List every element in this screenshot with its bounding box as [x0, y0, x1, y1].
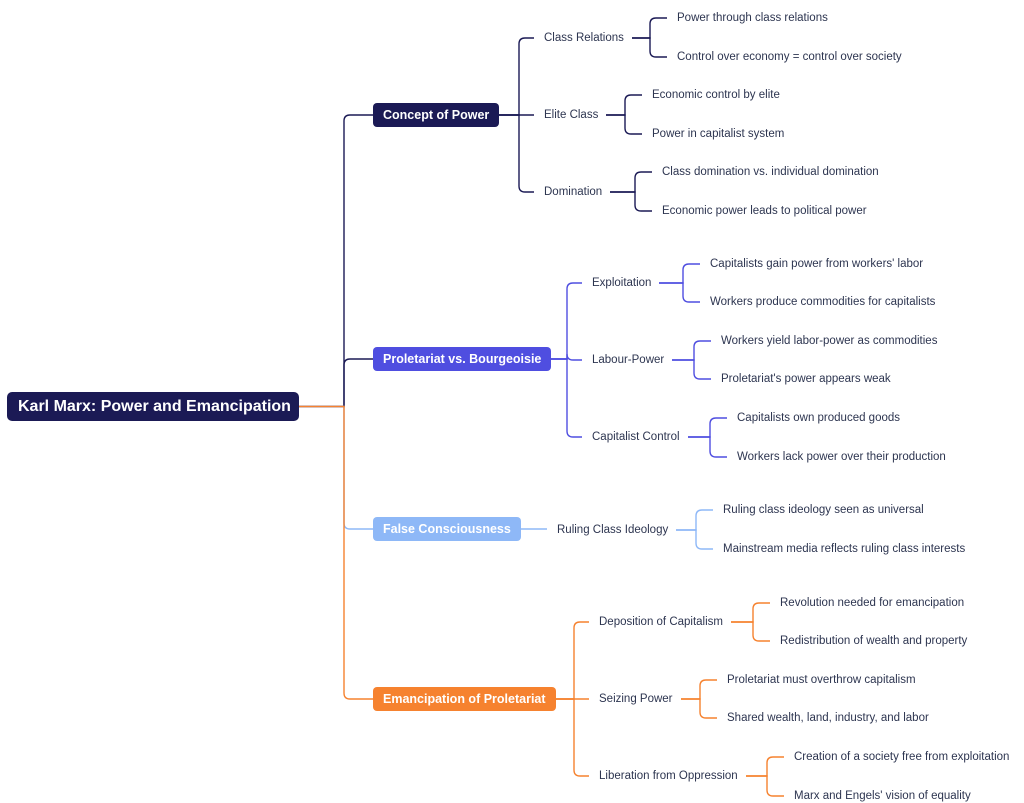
topic-leaf-connector: [746, 756, 784, 777]
topic-leaf-connector: [681, 698, 717, 719]
branch-topic-connector: [556, 621, 589, 700]
root-branch-connector: [299, 405, 373, 700]
leaf[interactable]: Revolution needed for emancipation: [780, 597, 965, 609]
branch-topic-connector: [551, 353, 582, 361]
leaf[interactable]: Marx and Engels' vision of equality: [794, 790, 971, 802]
leaf[interactable]: Creation of a society free from exploita…: [794, 751, 1010, 763]
branch-topic-connector: [551, 282, 582, 360]
leaf[interactable]: Class domination vs. individual dominati…: [662, 166, 879, 178]
topic-seizing-power[interactable]: Seizing Power: [599, 693, 673, 705]
leaf[interactable]: Economic control by elite: [652, 89, 780, 101]
root-label: Karl Marx: Power and Emancipation: [18, 398, 291, 415]
branch-false-consciousness[interactable]: False Consciousness: [373, 517, 521, 541]
topic-leaf-connector: [610, 171, 652, 193]
topic-leaf-connector: [746, 775, 784, 797]
leaf[interactable]: Capitalists gain power from workers' lab…: [710, 258, 924, 270]
leaf[interactable]: Capitalists own produced goods: [737, 412, 901, 424]
topic-leaf-connector: [610, 191, 652, 212]
topic-class-relations[interactable]: Class Relations: [544, 32, 624, 44]
branch-topic-connector: [551, 358, 582, 438]
branch-topic-connector: [499, 114, 534, 193]
topic-domination[interactable]: Domination: [544, 186, 603, 198]
topic-leaf-connector: [606, 94, 642, 116]
leaf[interactable]: Proletariat must overthrow capitalism: [727, 674, 916, 686]
branch-label: Proletariat vs. Bourgeoisie: [383, 352, 542, 366]
topic-leaf-connector: [632, 17, 667, 39]
branch-concept-of-power[interactable]: Concept of Power: [373, 103, 500, 127]
topic-leaf-connector: [606, 114, 642, 135]
branch-proletariat-vs-bourgeoisie[interactable]: Proletariat vs. Bourgeoisie: [373, 347, 552, 371]
branch-label: Concept of Power: [383, 108, 490, 122]
topic-liberation-from-oppression[interactable]: Liberation from Oppression: [599, 770, 738, 782]
topic-leaf-connector: [676, 529, 713, 550]
topic-leaf-connector: [731, 621, 770, 642]
leaf[interactable]: Proletariat's power appears weak: [721, 373, 891, 385]
branch-label: False Consciousness: [383, 522, 511, 536]
branch-topic-connector: [499, 37, 534, 116]
root-branch-connector: [299, 405, 373, 530]
leaf[interactable]: Power in capitalist system: [652, 128, 785, 140]
topic-labour-power[interactable]: Labour-Power: [592, 354, 665, 366]
root-branch-connector: [299, 358, 373, 408]
topic-leaf-connector: [632, 37, 667, 58]
topic-exploitation[interactable]: Exploitation: [592, 277, 652, 289]
topic-leaf-connector: [688, 417, 727, 438]
topic-leaf-connector: [659, 282, 700, 303]
topic-leaf-connector: [681, 679, 717, 700]
leaf[interactable]: Control over economy = control over soci…: [677, 51, 902, 63]
root-node[interactable]: Karl Marx: Power and Emancipation: [7, 392, 299, 421]
leaf[interactable]: Power through class relations: [677, 12, 828, 24]
topic-capitalist-control[interactable]: Capitalist Control: [592, 431, 680, 443]
leaf[interactable]: Workers produce commodities for capitali…: [710, 296, 936, 308]
leaf[interactable]: Economic power leads to political power: [662, 205, 867, 217]
branch-topic-connector: [556, 698, 589, 777]
leaf[interactable]: Redistribution of wealth and property: [780, 635, 968, 647]
topic-deposition-of-capitalism[interactable]: Deposition of Capitalism: [599, 616, 724, 628]
branch-emancipation-of-proletariat[interactable]: Emancipation of Proletariat: [373, 687, 556, 711]
branch-label: Emancipation of Proletariat: [383, 692, 546, 706]
leaf[interactable]: Mainstream media reflects ruling class i…: [723, 543, 966, 555]
topic-leaf-connector: [688, 436, 727, 458]
leaf[interactable]: Workers lack power over their production: [737, 451, 946, 463]
root-branch-connector: [299, 114, 373, 408]
leaf[interactable]: Workers yield labor-power as commodities: [721, 335, 938, 347]
leaf[interactable]: Shared wealth, land, industry, and labor: [727, 712, 929, 724]
topic-leaf-connector: [731, 602, 770, 623]
topic-leaf-connector: [676, 509, 713, 531]
topic-ruling-class-ideology[interactable]: Ruling Class Ideology: [557, 524, 669, 536]
topic-elite-class[interactable]: Elite Class: [544, 109, 599, 121]
topic-leaf-connector: [672, 359, 711, 380]
leaf[interactable]: Ruling class ideology seen as universal: [723, 504, 924, 516]
topic-leaf-connector: [672, 340, 711, 361]
topic-leaf-connector: [659, 263, 700, 284]
